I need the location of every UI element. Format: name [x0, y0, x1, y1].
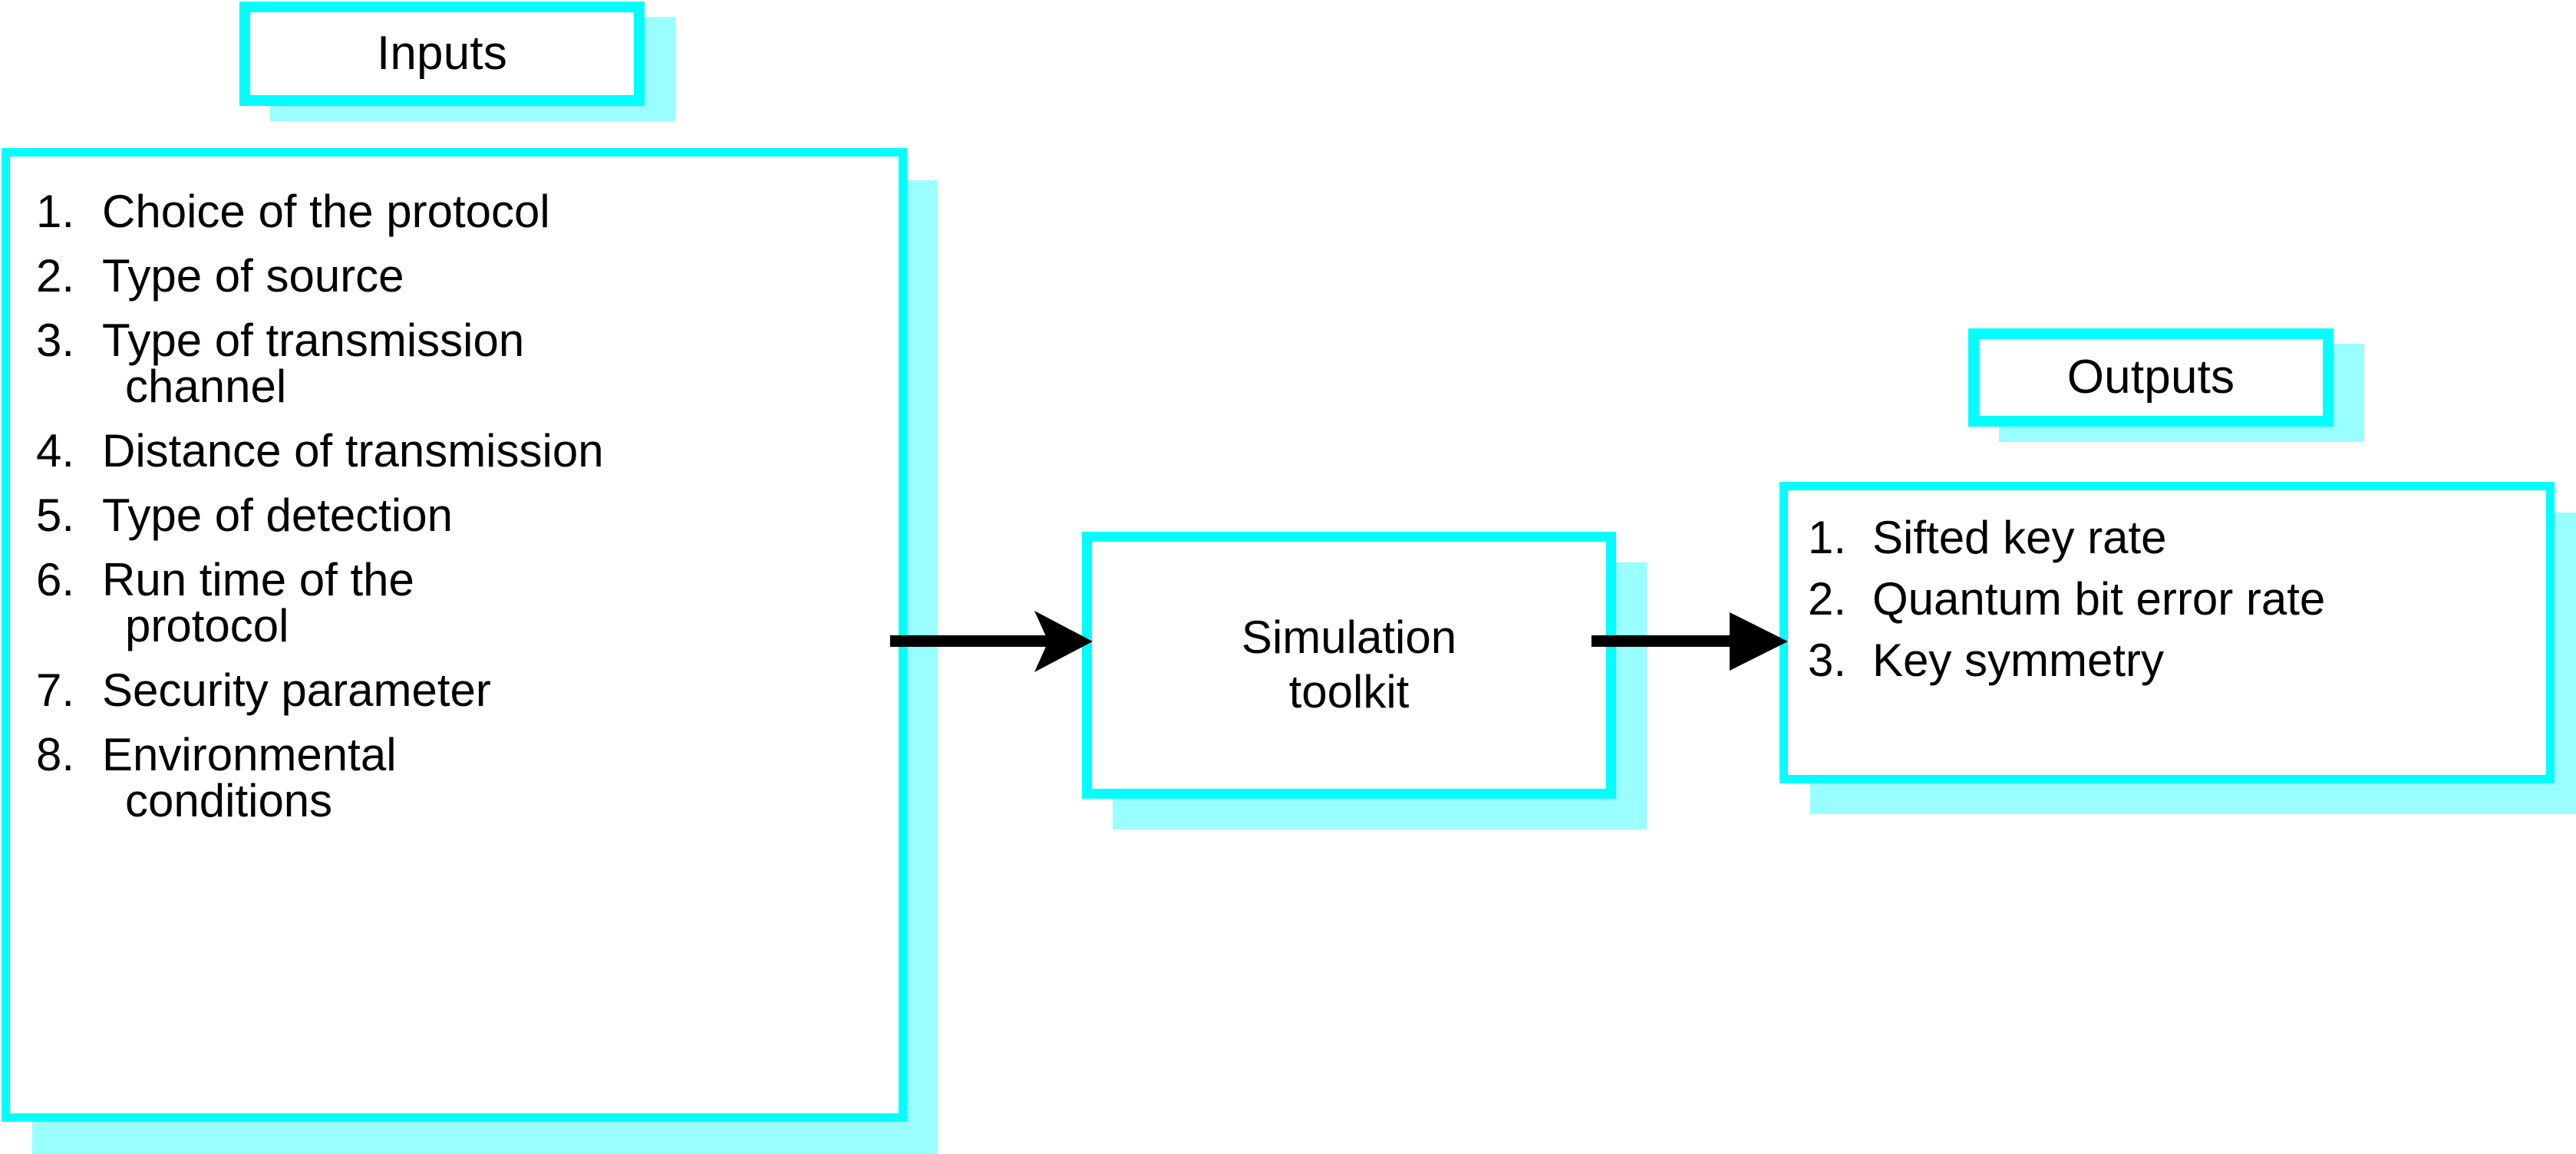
list-item-number: 3. — [1808, 635, 1847, 686]
list-item-text: Type of transmission channel — [102, 318, 877, 410]
list-item-line1: Type of transmission — [102, 315, 525, 366]
outputs-title-box: Outputs — [1968, 328, 2334, 427]
list-item: 6. Run time of the protocol — [36, 557, 899, 649]
list-item-line2: channel — [125, 361, 287, 412]
list-item-number: 3. — [36, 315, 75, 366]
list-item: 7. Security parameter — [36, 668, 899, 714]
list-item: 8. Environmental conditions — [36, 732, 899, 824]
list-item: 2. Type of source — [36, 253, 899, 299]
list-item: 5. Type of detection — [36, 493, 899, 539]
list-item: 1. Choice of the protocol — [36, 189, 899, 235]
list-item-number: 1. — [1808, 512, 1847, 563]
list-item: 3. Key symmetry — [1808, 638, 2546, 684]
inputs-list: 1. Choice of the protocol 2. Type of sou… — [36, 189, 899, 824]
list-item-number: 2. — [36, 250, 75, 302]
list-item-text: Run time of the protocol — [102, 557, 877, 649]
arrow-simulation-to-outputs — [1591, 612, 1788, 671]
list-item-number: 4. — [36, 425, 75, 476]
list-item-line2: protocol — [125, 600, 289, 651]
inputs-list-box: 1. Choice of the protocol 2. Type of sou… — [2, 148, 907, 1122]
inputs-title-box: Inputs — [239, 2, 645, 106]
inputs-title-label: Inputs — [376, 27, 508, 80]
list-item-number: 8. — [36, 729, 75, 780]
list-item-number: 5. — [36, 490, 75, 541]
list-item-text: Type of source — [102, 250, 404, 302]
simulation-toolkit-label: Simulation toolkit — [1241, 612, 1457, 717]
list-item-text: Sifted key rate — [1872, 512, 2167, 563]
list-item: 2. Quantum bit error rate — [1808, 576, 2546, 622]
list-item-number: 7. — [36, 664, 75, 716]
outputs-list: 1. Sifted key rate 2. Quantum bit error … — [1808, 515, 2546, 684]
list-item-number: 6. — [36, 554, 75, 605]
outputs-list-box: 1. Sifted key rate 2. Quantum bit error … — [1779, 482, 2555, 783]
list-item-text: Key symmetry — [1872, 635, 2165, 686]
list-item-text: Quantum bit error rate — [1872, 573, 2326, 625]
outputs-title-label: Outputs — [2066, 351, 2235, 404]
list-item-line1: Environmental — [102, 729, 397, 780]
list-item: 1. Sifted key rate — [1808, 515, 2546, 561]
list-item-line1: Run time of the — [102, 554, 414, 605]
list-item-text: Choice of the protocol — [102, 186, 550, 237]
list-item-text: Security parameter — [102, 664, 491, 716]
list-item: 3. Type of transmission channel — [36, 318, 899, 410]
list-item-line2: conditions — [125, 775, 333, 826]
list-item-text: Environmental conditions — [102, 732, 877, 824]
list-item: 4. Distance of transmission — [36, 428, 899, 474]
list-item-text: Distance of transmission — [102, 425, 604, 476]
list-item-number: 1. — [36, 186, 75, 237]
list-item-number: 2. — [1808, 573, 1847, 625]
arrow-inputs-to-simulation — [890, 611, 1093, 672]
simulation-toolkit-box: Simulation toolkit — [1082, 532, 1616, 799]
list-item-text: Type of detection — [102, 490, 453, 541]
